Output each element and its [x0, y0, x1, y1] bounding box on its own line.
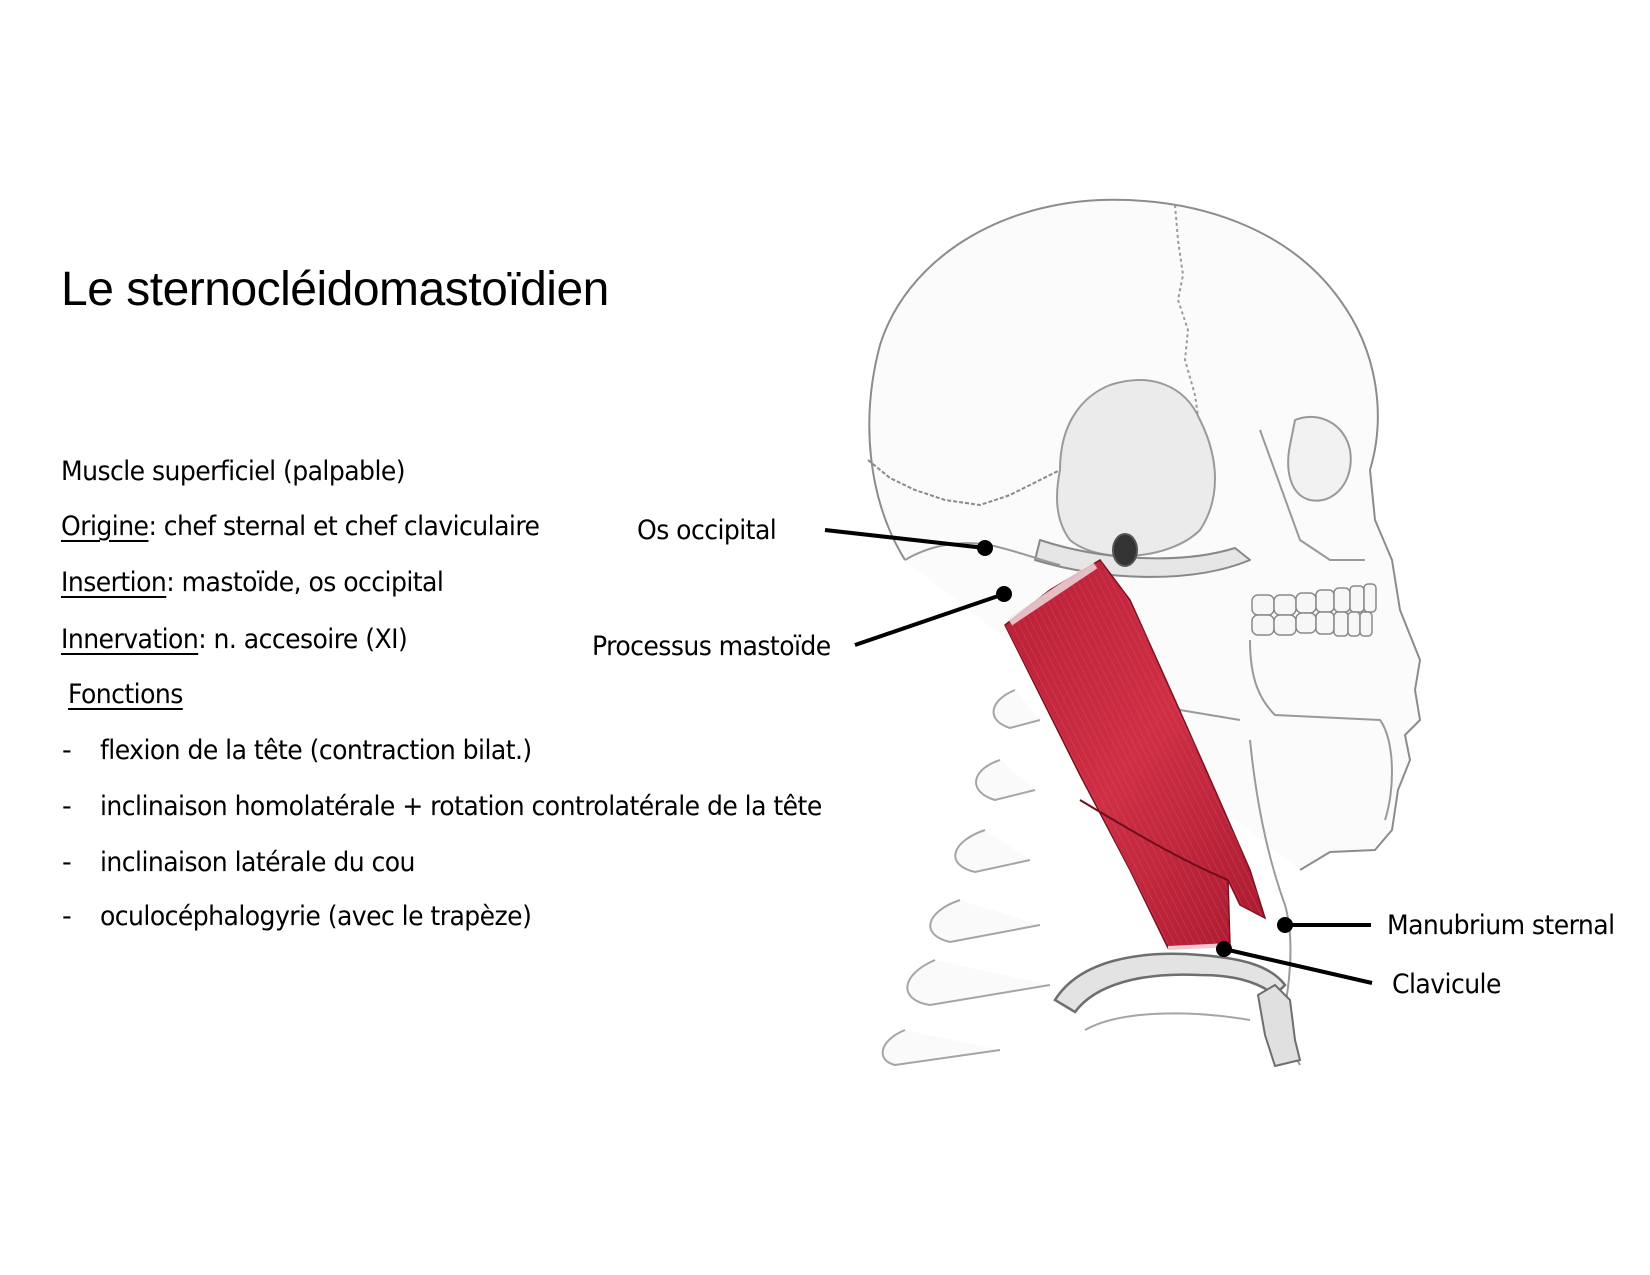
- function-item: inclinaison homolatérale + rotation cont…: [100, 791, 822, 822]
- label-manubrium-sternal: Manubrium sternal: [1387, 910, 1615, 941]
- bullet-dash: -: [62, 791, 72, 822]
- innervation-value: : n. accesoire (XI): [198, 624, 408, 655]
- label-processus-mastoide: Processus mastoïde: [592, 631, 831, 662]
- origin-line: Origine: chef sternal et chef claviculai…: [61, 510, 540, 544]
- innervation-label: Innervation: [61, 624, 199, 655]
- bullet-dash: -: [62, 735, 72, 766]
- innervation-line: Innervation: n. accesoire (XI): [61, 623, 408, 657]
- label-os-occipital: Os occipital: [637, 515, 777, 546]
- clavicle-drawing: [1053, 952, 1287, 1014]
- origin-value: : chef sternal et chef claviculaire: [148, 511, 540, 542]
- insertion-line: Insertion: mastoïde, os occipital: [61, 566, 444, 600]
- insertion-value: : mastoïde, os occipital: [166, 567, 444, 598]
- label-clavicule: Clavicule: [1392, 969, 1501, 1000]
- cervical-vertebrae: [881, 689, 1051, 1067]
- bullet-dash: -: [62, 901, 72, 932]
- function-item: inclinaison latérale du cou: [100, 847, 415, 878]
- slide-title: Le sternocléidomastoïdien: [61, 263, 609, 316]
- origin-label: Origine: [61, 511, 149, 542]
- function-item: oculocéphalogyrie (avec le trapèze): [100, 901, 532, 932]
- bullet-dash: -: [62, 847, 72, 878]
- insertion-label: Insertion: [61, 567, 167, 598]
- superficial-line: Muscle superficiel (palpable): [61, 456, 406, 487]
- leader-lines: [824, 528, 1373, 985]
- manubrium-drawing: [1256, 983, 1302, 1068]
- functions-heading-text: Fonctions: [68, 679, 183, 710]
- functions-heading: Fonctions: [68, 678, 183, 712]
- function-item: flexion de la tête (contraction bilat.): [100, 735, 532, 766]
